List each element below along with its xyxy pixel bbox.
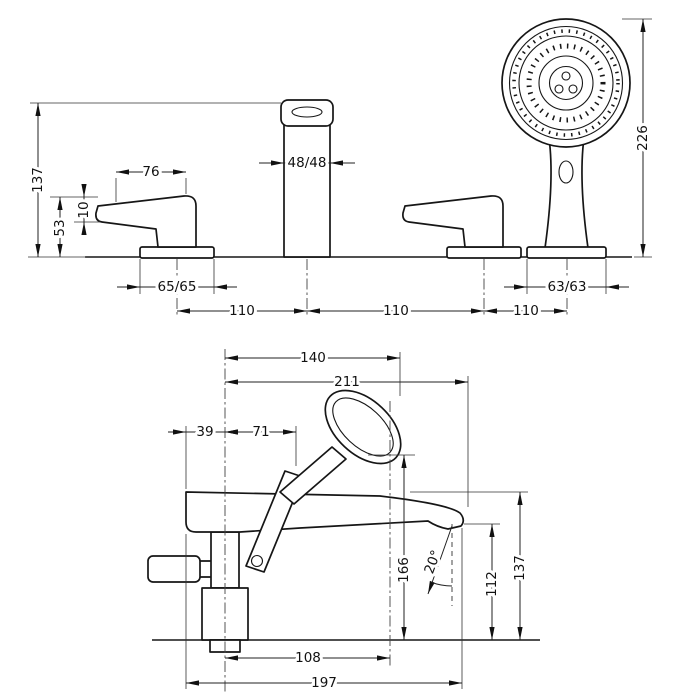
dim-holder-height (368, 454, 415, 640)
dim-shower-reach (225, 352, 401, 396)
dim-total-height (622, 18, 652, 258)
dim-shower-base-label: 63/63 (548, 279, 587, 295)
dim-shower-depth-label: 108 (295, 650, 321, 666)
handshower-grip (544, 137, 589, 249)
handshower-head-side (324, 389, 402, 465)
dim-handle-width (115, 169, 187, 202)
dim-shower-reach-label: 140 (300, 350, 326, 366)
spout-front (280, 99, 334, 258)
spray-face-outer (501, 18, 631, 148)
dim-handle-base (117, 259, 237, 294)
dim-lever-thickness (74, 184, 100, 235)
side-lever (147, 555, 201, 583)
handshower-side (245, 389, 402, 573)
dim-handle-width-label: 76 (142, 164, 159, 180)
front-view: 137 53 10 76 48/48 226 65/65 63/63 110 1… (27, 18, 654, 322)
dim-total-depth (185, 528, 463, 689)
dim-outlet-height-label: 112 (484, 571, 500, 597)
handle-left (95, 195, 215, 259)
dim-spout-reach (225, 376, 469, 507)
dim-total-height-label: 226 (635, 125, 651, 151)
nozzle-ring-outer (512, 29, 620, 137)
dim-spout-reach-label: 211 (334, 374, 360, 390)
dim-shower-base (504, 259, 629, 294)
spout-arm (185, 491, 465, 533)
dim-holder-offset-label: 71 (252, 424, 269, 440)
dim-hole-spacing-2-label: 110 (383, 303, 409, 319)
dim-spout-height-front (28, 102, 281, 258)
dim-handle-height-label: 53 (52, 219, 68, 236)
dim-holder-height-label: 166 (396, 557, 412, 583)
nozzle-ring-inner (526, 43, 606, 123)
spray-angle-detail (427, 524, 453, 606)
dim-total-depth-label: 197 (311, 675, 337, 691)
handshower-handle-side (279, 446, 347, 505)
spray-angle-label: 20° (421, 548, 444, 576)
dim-holder-offset (225, 426, 297, 466)
spout-head (280, 99, 334, 127)
dim-hole-spacing-1-label: 110 (229, 303, 255, 319)
dim-spout-height-front-label: 137 (30, 167, 46, 193)
handshower-base (526, 246, 607, 259)
handshower-front (501, 18, 631, 259)
dim-lever-thickness-label: 10 (76, 201, 92, 218)
dim-spout-height-side-label: 137 (512, 555, 528, 581)
spout-column (283, 124, 331, 258)
mixer-body-side (147, 491, 465, 653)
dim-hole-spacing (176, 259, 568, 317)
dim-hole-spacing-3-label: 110 (513, 303, 539, 319)
dim-handle-height (50, 196, 98, 257)
handle-right (402, 195, 522, 259)
holder-pivot (250, 554, 264, 568)
dim-handle-base-label: 65/65 (158, 279, 197, 295)
side-view: 140 211 39 71 166 20° 112 137 108 197 (147, 347, 540, 694)
spout-opening (291, 106, 323, 118)
hang-hole (558, 160, 574, 184)
dim-back-offset-label: 39 (196, 424, 213, 440)
dim-spout-width-label: 48/48 (288, 155, 327, 171)
dim-outlet-height (464, 523, 500, 640)
dim-spout-height-side (410, 491, 528, 640)
